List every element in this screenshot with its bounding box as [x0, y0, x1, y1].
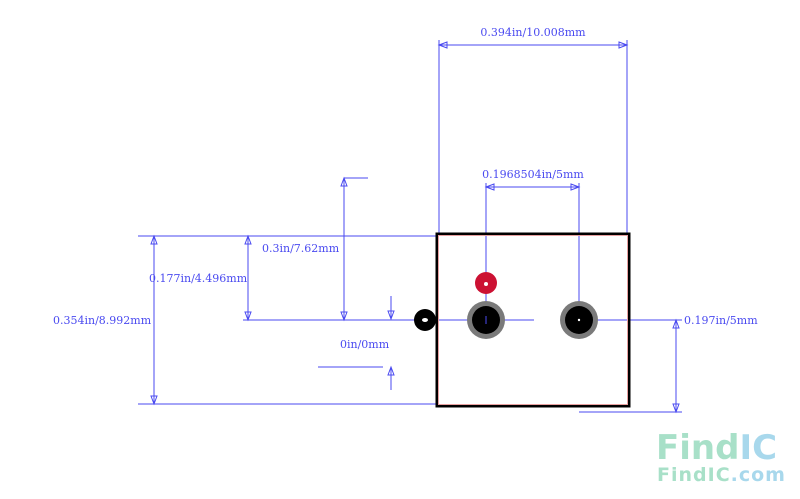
arrowhead-9	[150, 395, 158, 406]
arrowhead-8	[150, 234, 158, 245]
pad-2[interactable]	[560, 301, 598, 339]
arrowhead-7	[244, 311, 252, 322]
component-outline-inner	[438, 235, 628, 405]
watermark-url-com: .com	[731, 464, 786, 486]
arrowhead-2	[484, 183, 495, 191]
watermark-logo-find: Find	[656, 428, 739, 468]
dimension-label-pad-pitch: 0.1968504in/5mm	[482, 168, 584, 181]
dimension-label-overall-width: 0.394in/10.008mm	[480, 26, 586, 39]
watermark-url-findic: FindIC	[657, 464, 731, 486]
svg-text:FindIC.com: FindIC.com	[657, 464, 786, 486]
origin-marker	[414, 309, 436, 331]
dimension-label-origin: 0in/0mm	[340, 338, 390, 351]
arrowhead-1	[618, 41, 629, 49]
arrowhead-5	[340, 311, 348, 322]
arrowhead-4	[340, 176, 348, 187]
component-outline	[435, 232, 631, 408]
dimension-label-height-to-pads: 0.3in/7.62mm	[262, 242, 340, 255]
dimension-arrowheads	[150, 41, 680, 414]
arrowhead-12	[672, 318, 680, 329]
pin1-marker	[475, 272, 497, 294]
arrowhead-13	[672, 403, 680, 414]
watermark-logo-ic: IC	[739, 428, 777, 468]
arrowhead-0	[437, 41, 448, 49]
svg-text:FindIC: FindIC	[656, 428, 777, 468]
dimension-lines	[138, 40, 682, 413]
dimension-label-half-height: 0.177in/4.496mm	[149, 272, 248, 285]
findic-watermark: FindIC FindIC.com	[656, 428, 786, 486]
arrowhead-3	[570, 183, 581, 191]
arrowhead-10	[387, 310, 395, 321]
arrowhead-6	[244, 234, 252, 245]
arrowhead-11	[387, 365, 395, 376]
dimension-label-pad-offset: 0.197in/5mm	[684, 314, 758, 327]
dimension-label-overall-height: 0.354in/8.992mm	[53, 314, 152, 327]
pad-1[interactable]	[467, 301, 505, 339]
